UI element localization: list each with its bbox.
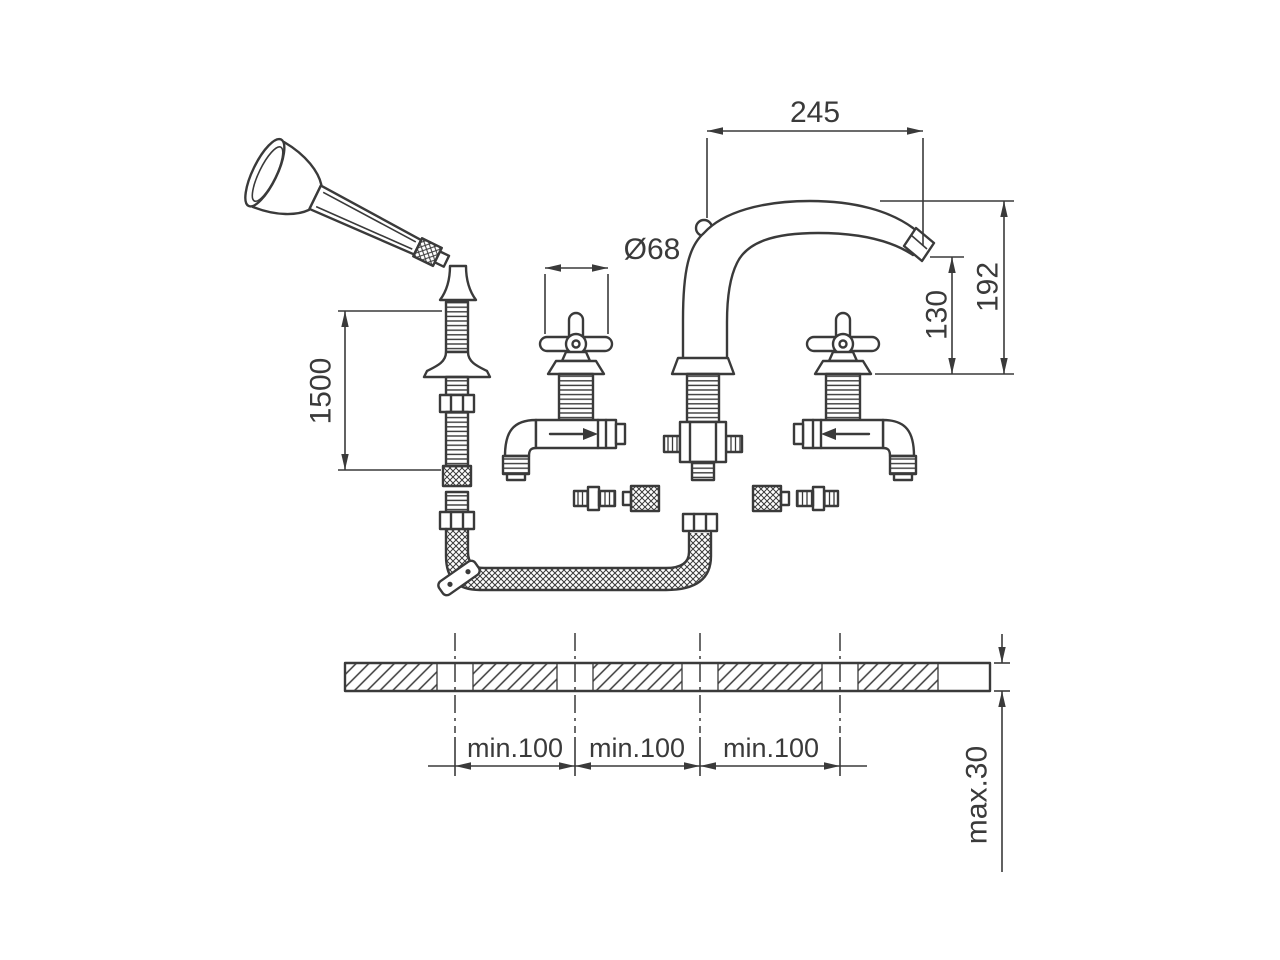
- shower-handle-stub: [433, 250, 451, 268]
- dim-label-max30: max.30: [961, 746, 994, 844]
- spout: [662, 199, 936, 482]
- deck-hatch: [472, 662, 558, 692]
- left-valve: [501, 311, 627, 482]
- deck-hatch: [344, 662, 438, 692]
- dim-label-min100-2: min.100: [589, 733, 685, 763]
- hose-segment: [444, 490, 470, 514]
- valve-tailpiece-end: [505, 472, 527, 482]
- fitting-thread: [572, 489, 590, 508]
- fitting-thread: [597, 489, 617, 508]
- hose-clip-screw: [447, 581, 453, 587]
- hose-escutcheon: [422, 350, 492, 379]
- deck-hatch: [717, 662, 823, 692]
- dim-label-min100-1: min.100: [467, 733, 563, 763]
- dim-label-min100-3: min.100: [723, 733, 819, 763]
- supply-fittings-left: [572, 484, 661, 513]
- hose-segment: [444, 300, 470, 354]
- valve-body-cap: [614, 422, 627, 446]
- spout-bottom-shank: [690, 460, 716, 482]
- dimension-handle-diameter: Ø68: [544, 233, 681, 334]
- hose-clip-screw: [465, 569, 471, 575]
- dim-label-1500: 1500: [305, 358, 338, 425]
- spout-body: [681, 199, 927, 374]
- deck-hatch: [592, 662, 683, 692]
- valve-tailpiece: [501, 454, 531, 476]
- dim-label-192: 192: [972, 262, 1005, 312]
- spout-aerator-line: [910, 234, 928, 250]
- shower-handle: [308, 184, 423, 256]
- hose-clip-plate: [437, 559, 481, 597]
- handle-flange: [546, 359, 606, 376]
- handle-hub-screw: [571, 339, 581, 349]
- hose-knurled-band: [441, 464, 473, 488]
- dimension-spout-reach: 245: [706, 96, 924, 246]
- supply-fittings-right: [751, 484, 840, 513]
- hose-flex-run: [446, 529, 711, 590]
- hose-nut: [438, 393, 476, 414]
- dimension-deck-thickness: max.30: [961, 634, 1010, 872]
- dimension-heights: 130 192: [875, 200, 1014, 375]
- flow-arrow-head: [583, 428, 598, 440]
- right-valve: [792, 311, 918, 482]
- deck-hatch: [857, 662, 939, 692]
- hose-outer-edge: [444, 527, 713, 592]
- handle-skirt: [560, 350, 592, 363]
- spout-port-left: [662, 434, 682, 454]
- fitting-hex: [586, 485, 601, 512]
- dimension-hose-length: 1500: [305, 310, 442, 471]
- hose-end-nut: [681, 512, 719, 533]
- shower-handle-lines: [315, 191, 417, 250]
- spout-valve-body: [678, 420, 728, 464]
- hose-inner-edge: [466, 527, 691, 570]
- shower-head-face-ring: [251, 146, 284, 203]
- fitting-knurled: [629, 484, 661, 513]
- deck-section: [343, 633, 992, 733]
- dim-label-130: 130: [921, 290, 954, 340]
- spout-shank: [685, 372, 721, 424]
- hose-nut: [438, 510, 476, 531]
- hand-shower: [244, 137, 478, 302]
- valve-shank: [557, 372, 595, 422]
- spout-port-right: [724, 434, 744, 454]
- shower-hose: [422, 300, 719, 597]
- hose-segment: [444, 375, 470, 397]
- hose-clip: [437, 559, 481, 597]
- dim-label-245: 245: [790, 96, 840, 129]
- shower-cradle-cone: [438, 264, 478, 302]
- spout-flange: [670, 356, 736, 376]
- dim-label-68: Ø68: [624, 233, 681, 266]
- valve-elbow: [503, 418, 538, 458]
- hose-segment: [444, 410, 470, 468]
- dimension-hole-spacing: min.100 min.100 min.100: [428, 733, 867, 776]
